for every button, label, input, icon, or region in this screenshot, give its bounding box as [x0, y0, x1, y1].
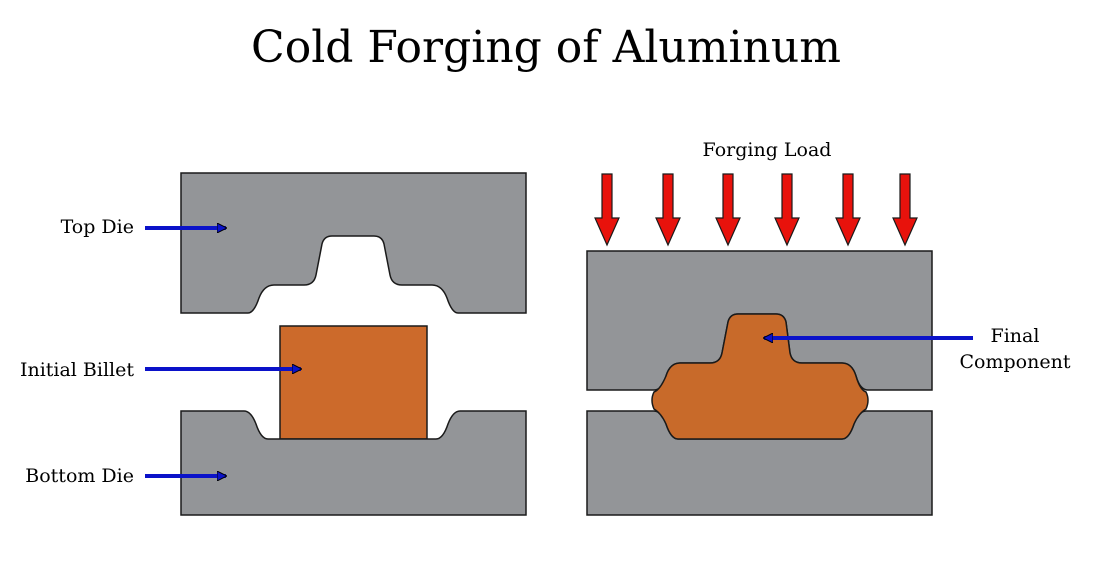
load-arrow-6 — [892, 173, 918, 247]
bottom-die-label: Bottom Die — [25, 465, 134, 487]
page-title: Cold Forging of Aluminum — [251, 22, 841, 73]
load-arrow-3 — [715, 173, 741, 247]
final-component-label-line2: Component — [960, 351, 1071, 373]
top-die — [180, 172, 527, 314]
initial-billet-label: Initial Billet — [20, 359, 134, 381]
final-component-label-line1: Final — [991, 325, 1040, 347]
load-arrow-1 — [594, 173, 620, 247]
load-arrow-5 — [835, 173, 861, 247]
final-component — [651, 313, 869, 440]
top-die-label: Top Die — [61, 216, 134, 238]
load-arrow-2 — [655, 173, 681, 247]
forging-load-arrows — [594, 173, 918, 247]
load-arrow-4 — [774, 173, 800, 247]
before-forging-group: Top Die Initial Billet Bottom Die — [20, 172, 527, 516]
initial-billet — [279, 325, 428, 440]
forging-load-label: Forging Load — [703, 139, 832, 161]
after-forging-group: Forging Load Final Component — [586, 139, 1071, 516]
bottom-die — [180, 410, 527, 516]
